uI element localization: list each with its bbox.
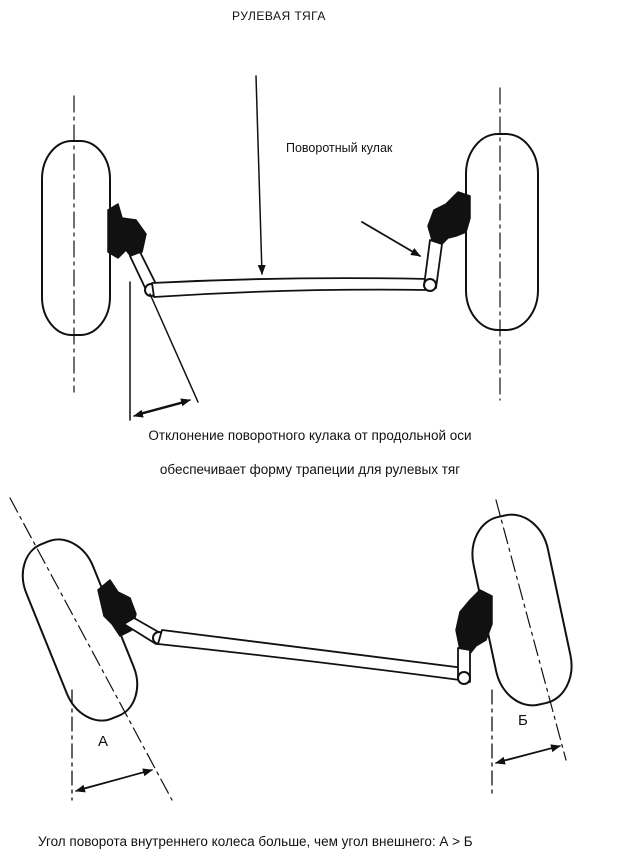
bottom-assembly <box>9 497 573 801</box>
angle-b-arrow-back <box>495 746 557 765</box>
deviation-arrow <box>137 398 191 415</box>
angle-b-label: Б <box>518 712 528 729</box>
knuckle-deviation-line <box>149 293 199 403</box>
top-assembly <box>41 75 539 421</box>
caption-line-1: Отклонение поворотного кулака от продоль… <box>148 428 472 443</box>
angle-a-arrow-back <box>75 770 149 793</box>
steering-knuckle-label: Поворотный кулак <box>286 141 393 155</box>
right-ball-joint-bottom <box>457 671 471 685</box>
right-wheel-top <box>465 133 539 331</box>
right-knuckle-top <box>427 191 471 247</box>
left-knuckle-top <box>107 203 147 259</box>
right-ball-joint-top <box>423 278 437 292</box>
tie-rod-pointer <box>255 75 266 275</box>
caption-line-2: обеспечивает форму трапеции для рулевых … <box>159 462 461 477</box>
right-knuckle-bottom <box>455 589 493 657</box>
deviation-arrow-back <box>133 401 187 418</box>
bottom-caption: Угол поворота внутреннего колеса больше,… <box>38 834 473 849</box>
tie-rod-bottom <box>157 629 465 681</box>
knuckle-pointer <box>361 221 421 257</box>
left-wheel-top <box>41 140 111 336</box>
tie-rod-top <box>151 277 429 298</box>
left-wheel-axis-bottom <box>9 497 173 801</box>
tie-rod-label: РУЛЕВАЯ ТЯГА <box>232 9 326 23</box>
angle-a-label: А <box>98 733 109 750</box>
right-wheel-axis-bottom <box>495 499 567 761</box>
